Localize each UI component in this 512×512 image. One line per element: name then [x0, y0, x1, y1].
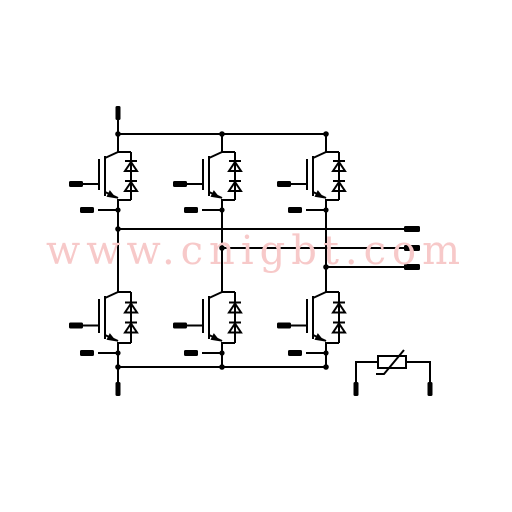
collector-stub: [312, 151, 327, 159]
phase-junction-2: [219, 245, 225, 251]
igbt-upper-leg-3: [291, 151, 347, 211]
aux-emitter-dot: [115, 350, 121, 356]
ntc-slash: [376, 349, 405, 375]
aux-emitter-terminal: [288, 207, 302, 213]
igbt-lower-leg-1: [83, 291, 139, 354]
emitter-arrow: [210, 190, 221, 199]
gate-terminal: [173, 181, 187, 187]
diode-triangle-1: [123, 301, 139, 314]
diode-triangle-2: [123, 180, 139, 192]
aux-emitter-terminal: [80, 350, 94, 356]
dc-plus-junction-1: [115, 131, 121, 137]
gate-terminal: [277, 322, 291, 329]
dc-plus-terminal: [115, 106, 121, 120]
gate-terminal: [69, 322, 83, 329]
aux-emitter-dot: [323, 350, 329, 356]
diode-triangle-2: [227, 180, 243, 192]
igbt-modules: [83, 151, 347, 354]
diode-triangle-1: [331, 301, 347, 314]
collector-stub: [104, 151, 119, 159]
emitter-arrow: [314, 333, 325, 342]
junction-dots: [115, 131, 329, 370]
dc-minus-junction-3: [323, 364, 329, 370]
dc-minus-junction-2: [219, 364, 225, 370]
aux-emitter-terminal: [80, 207, 94, 213]
aux-emitter-dot: [323, 207, 329, 213]
collector-stub: [208, 151, 223, 159]
aux-emitter-dot: [115, 207, 121, 213]
ntc-body: [377, 355, 407, 369]
ntc-right-lead: [406, 361, 431, 392]
igbt-upper-leg-2: [187, 151, 243, 211]
igbt-upper-leg-1: [83, 151, 139, 211]
collector-stub: [104, 291, 119, 299]
dc-minus-terminal: [115, 382, 121, 396]
terminals: [69, 106, 433, 396]
wiring: [117, 107, 409, 393]
diode-triangle-1: [227, 301, 243, 314]
dc-plus-junction-2: [219, 131, 225, 137]
aux-emitter-dot: [219, 350, 225, 356]
aux-emitter-terminal: [184, 350, 198, 356]
igbt-lower-leg-3: [291, 291, 347, 354]
collector-stub: [312, 291, 327, 299]
gate-terminal: [277, 181, 291, 187]
phase-terminal-1: [404, 226, 420, 232]
diode-triangle-1: [227, 160, 243, 172]
diode-triangle-1: [123, 160, 139, 172]
diode-triangle-1: [331, 160, 347, 172]
phase-terminal-3: [404, 264, 420, 270]
diode-triangle-2: [331, 321, 347, 334]
emitter-arrow: [210, 333, 221, 342]
diode-triangle-2: [227, 321, 243, 334]
dc-plus-junction-3: [323, 131, 329, 137]
dc-minus-junction-1: [115, 364, 121, 370]
diode-triangle-2: [123, 321, 139, 334]
ntc-thermistor: [355, 349, 431, 392]
aux-emitter-dot: [219, 207, 225, 213]
aux-emitter-terminal: [288, 350, 302, 356]
ntc-left-lead: [355, 361, 378, 392]
diode-triangle-2: [331, 180, 347, 192]
emitter-arrow: [314, 190, 325, 199]
collector-stub: [208, 291, 223, 299]
phase-terminal-2: [404, 245, 420, 251]
phase-junction-3: [323, 264, 329, 270]
igbt-lower-leg-2: [187, 291, 243, 354]
gate-terminal: [69, 181, 83, 187]
emitter-arrow: [106, 190, 117, 199]
emitter-arrow: [106, 333, 117, 342]
gate-terminal: [173, 322, 187, 329]
aux-emitter-terminal: [184, 207, 198, 213]
phase-junction-1: [115, 226, 121, 232]
